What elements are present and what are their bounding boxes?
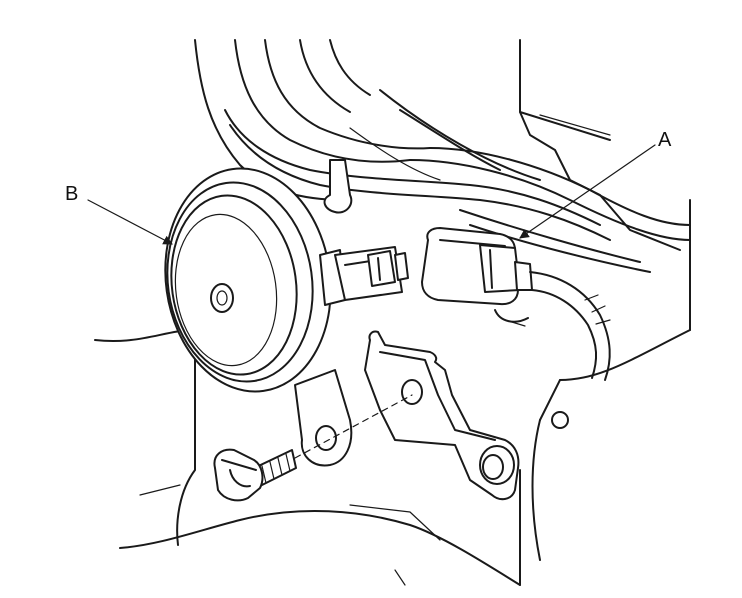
callout-a-leader <box>519 144 656 239</box>
stay-hole <box>401 379 423 405</box>
horn-center-bolt <box>210 283 234 313</box>
horn-terminal-connector <box>334 246 409 301</box>
callout-b-label: B <box>65 183 78 205</box>
wire-harness <box>224 39 691 273</box>
callout-b: B <box>65 183 173 245</box>
callout-a-label: A <box>658 129 672 151</box>
horn-mounting-bracket <box>294 369 353 467</box>
body-hole <box>551 411 569 429</box>
stay-bracket <box>364 330 520 501</box>
vehicle-body-panel <box>94 39 691 586</box>
harness-connector <box>421 227 611 381</box>
bracket-hole <box>315 425 337 451</box>
horn <box>164 167 346 393</box>
mounting-bolt <box>213 448 297 502</box>
callout-b-leader <box>87 199 173 245</box>
callout-a: A <box>519 129 672 239</box>
alignment-line <box>294 394 413 459</box>
